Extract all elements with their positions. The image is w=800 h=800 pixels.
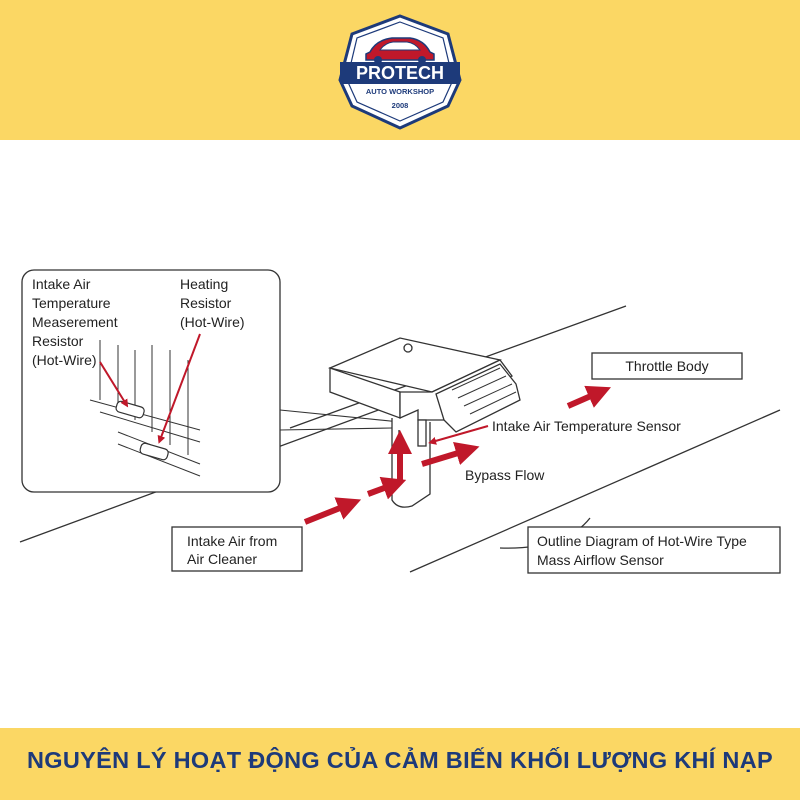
temperature-resistor-pointer: [99, 361, 129, 408]
intake-arrow-2: [366, 476, 407, 500]
inset-label-heating-resistor: Heating Resistor (Hot-Wire): [180, 276, 245, 330]
heating-resistor-element: [139, 442, 169, 461]
inset-connector: [279, 409, 401, 431]
footer-band: [0, 728, 800, 800]
hot-wire-inset: Intake Air Temperature Measerement Resis…: [21, 269, 281, 493]
intake-air-label-box: Intake Air from Air Cleaner: [171, 526, 303, 572]
airflow-arrows: [303, 385, 611, 525]
page-title: NGUYÊN LÝ HOẠT ĐỘNG CỦA CẢM BIẾN KHỐI LƯ…: [27, 747, 773, 773]
outline-caption-box: Outline Diagram of Hot-Wire Type Mass Ai…: [527, 526, 781, 574]
intake-air-label: Intake Air from Air Cleaner: [187, 533, 281, 567]
bypass-arrow: [421, 442, 480, 467]
logo-year: 2008: [392, 101, 409, 110]
intake-temp-sensor-pointer: [428, 425, 489, 445]
intake-temp-sensor-element: [417, 419, 427, 447]
logo-banner: [340, 62, 460, 84]
sensor-connector: [435, 363, 521, 433]
logo-brand: PROTECH: [356, 63, 444, 83]
intake-arrow-1: [303, 497, 362, 525]
protech-logo: PROTECH AUTO WORKSHOP 2008: [338, 14, 462, 130]
inset-label-temperature-resistor: Intake Air Temperature Measerement Resis…: [32, 276, 121, 368]
heating-resistor-pointer: [157, 333, 201, 444]
logo-tagline: AUTO WORKSHOP: [366, 87, 434, 96]
intake-temp-sensor-label: Intake Air Temperature Sensor: [492, 418, 681, 434]
outline-caption: Outline Diagram of Hot-Wire Type Mass Ai…: [537, 533, 751, 568]
throttle-body-label: Throttle Body: [625, 358, 708, 374]
throttle-arrow: [566, 385, 611, 409]
inset-wires: [89, 340, 201, 477]
throttle-body-label-box: Throttle Body: [591, 352, 743, 380]
bypass-flow-label: Bypass Flow: [465, 467, 545, 483]
